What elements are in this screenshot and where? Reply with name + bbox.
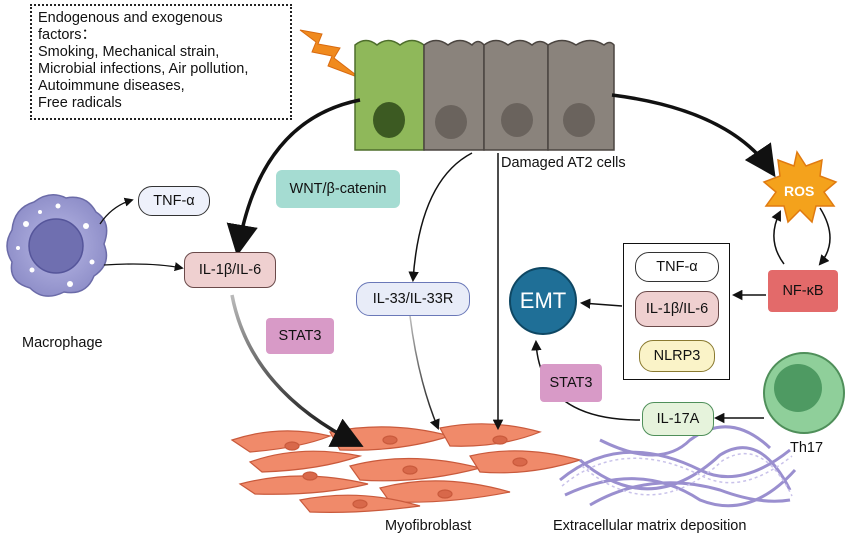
il1b-il6-box-left: IL-1β/IL-6 — [184, 252, 276, 288]
factors-line: Autoimmune diseases, — [38, 78, 185, 94]
arrow-cells-to-ros — [611, 93, 776, 178]
damaged-cells-label: Damaged AT2 cells — [501, 155, 626, 171]
il33-il33r-box: IL-33/IL-33R — [356, 282, 470, 316]
factors-line: factors： — [38, 27, 97, 43]
factors-line: Microbial infections, Air pollution, — [38, 61, 249, 77]
tnf-alpha-box-right: TNF-α — [635, 252, 719, 282]
factors-line: Endogenous and exogenous — [38, 10, 223, 26]
ecm-fibers — [559, 425, 797, 508]
arrow-cells-to-il1b — [226, 98, 361, 257]
at2-cell-gray-1 — [423, 39, 485, 151]
arrow-macrophage-to-tnf — [99, 197, 134, 225]
stat3-box-right: STAT3 — [540, 364, 602, 402]
nfkb-box: NF-κB — [768, 270, 838, 312]
emt-circle: EMT — [509, 267, 577, 335]
ecm-label: Extracellular matrix deposition — [553, 518, 747, 534]
tnf-alpha-box-left: TNF-α — [138, 186, 210, 216]
il17a-box: IL-17A — [642, 402, 714, 436]
myofibroblast-label: Myofibroblast — [385, 518, 472, 534]
arrow-panel-to-emt — [579, 298, 623, 309]
th17-cell — [763, 352, 845, 434]
at2-cell-green — [354, 39, 425, 151]
factors-line: Free radicals — [38, 95, 122, 111]
factors-box: Endogenous and exogenous factors： Smokin… — [30, 4, 292, 120]
macrophage-label: Macrophage — [22, 335, 103, 351]
arrow-macrophage-to-il1b — [103, 262, 184, 272]
macrophage-cell — [6, 194, 108, 297]
nlrp3-box: NLRP3 — [639, 340, 715, 372]
arrow-il33-to-myofibroblast — [409, 315, 440, 430]
factors-line: Smoking, Mechanical strain, — [38, 44, 220, 60]
arrow-il1b-to-myofibroblast — [230, 294, 364, 447]
arrow-nfkb-to-ros — [771, 210, 785, 265]
arrow-ros-to-nfkb — [818, 207, 831, 266]
damaged-at2-cells — [354, 39, 615, 151]
arrow-cells-to-il33 — [408, 152, 473, 283]
il1b-il6-box-right: IL-1β/IL-6 — [635, 291, 719, 327]
lightning-icon — [299, 29, 361, 79]
th17-label: Th17 — [790, 440, 824, 456]
at2-cell-gray-3 — [547, 39, 615, 151]
ros-starburst — [762, 150, 838, 224]
ecm-fibers-light — [561, 452, 793, 497]
ros-label: ROS — [784, 183, 815, 199]
myofibroblast-cluster — [230, 423, 583, 513]
at2-cell-gray-2 — [483, 39, 549, 151]
wnt-beta-catenin-box: WNT/β-catenin — [276, 170, 400, 208]
stat3-box-left: STAT3 — [266, 318, 334, 354]
